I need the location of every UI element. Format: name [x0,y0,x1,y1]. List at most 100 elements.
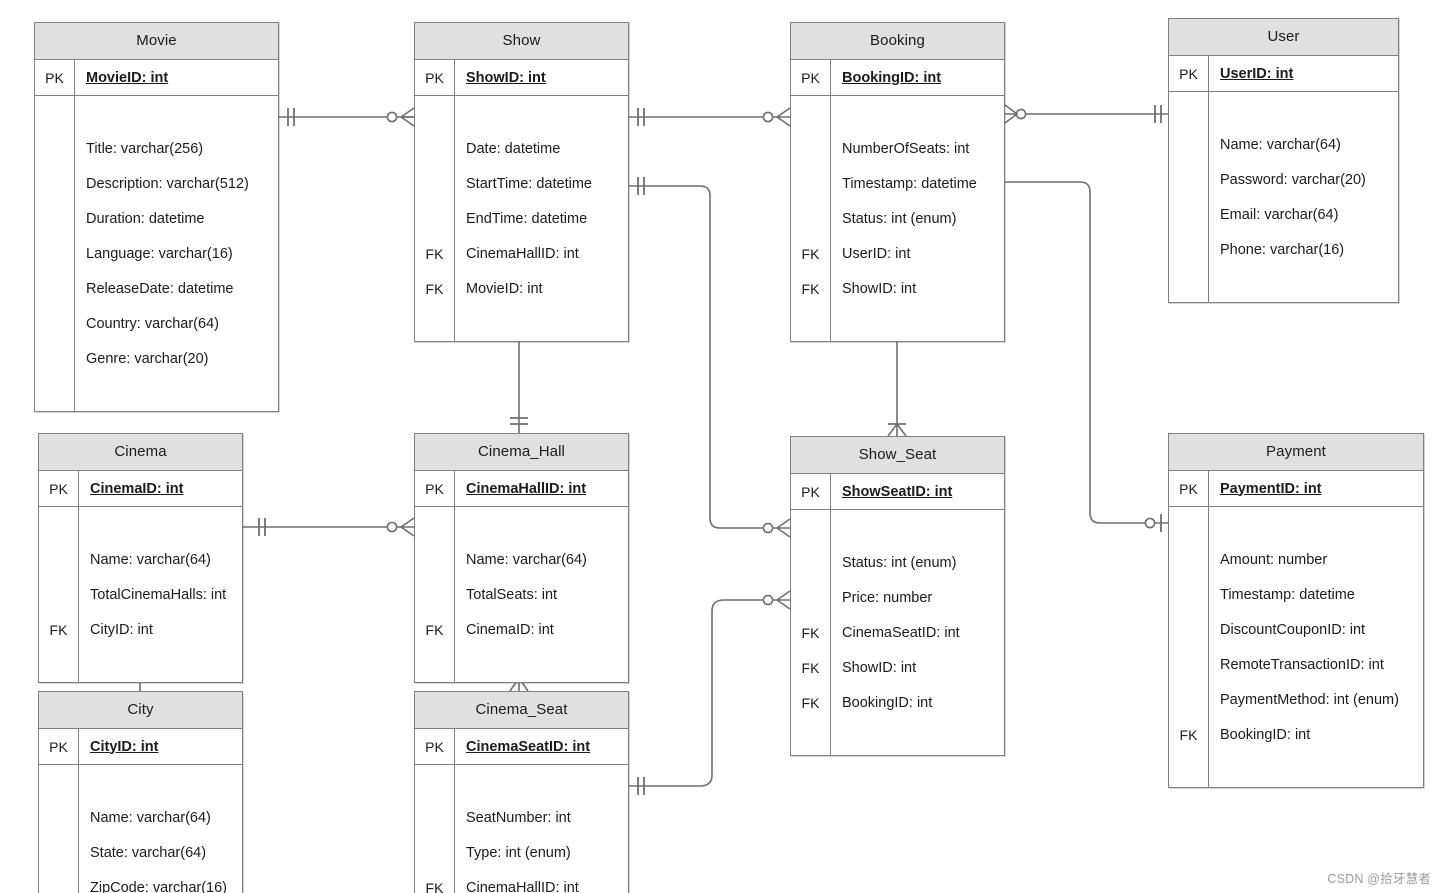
key-spacer [415,507,455,542]
attr-spacer [1209,507,1423,542]
key-label: PK [35,60,75,95]
field-row: Name: varchar(64) [1169,127,1398,162]
attribute-label: CinemaHallID: int [466,879,579,893]
field-row: StartTime: datetime [415,166,628,201]
attr-spacer [79,765,242,800]
attribute-label: Name: varchar(64) [90,551,211,568]
key-label: FK [415,236,455,271]
attribute-label: Phone: varchar(16) [1220,241,1345,258]
key-label [415,577,455,612]
field-row: Date: datetime [415,131,628,166]
field-row: NumberOfSeats: int [791,131,1004,166]
attribute-label: Duration: datetime [86,210,205,227]
key-label [1169,232,1209,267]
key-label [415,201,455,236]
key-label [415,542,455,577]
attribute-label: TotalSeats: int [466,586,558,603]
field-row: Country: varchar(64) [35,306,278,341]
key-label: PK [415,60,455,95]
field-row: State: varchar(64) [39,835,242,870]
attr-spacer [831,510,1004,545]
field-row: Name: varchar(64) [415,542,628,577]
key-label [39,800,79,835]
field-row: Type: int (enum) [415,835,628,870]
key-spacer [39,507,79,542]
key-label [35,201,75,236]
attr-spacer [75,96,278,131]
key-spacer [415,765,455,800]
key-label [415,800,455,835]
attribute-label: Timestamp: datetime [842,175,977,192]
field-spacer [1169,752,1423,787]
entity-title-payment: Payment [1169,434,1423,471]
attr-spacer [1209,92,1398,127]
key-label: FK [791,650,831,685]
key-label: FK [415,870,455,893]
attribute-label: ShowSeatID: int [842,483,953,500]
key-label: FK [415,271,455,306]
field-spacer [1169,507,1423,542]
attribute-label: ReleaseDate: datetime [86,280,234,297]
key-label [791,201,831,236]
key-label [39,835,79,870]
field-row: Description: varchar(512) [35,166,278,201]
attr-spacer [79,647,242,682]
key-label [35,306,75,341]
key-label [35,341,75,376]
field-spacer [35,96,278,131]
key-label: FK [1169,717,1209,752]
attribute-label: CinemaHallID: int [466,480,587,497]
field-spacer [1169,267,1398,302]
key-label [791,131,831,166]
attribute-label: CinemaID: int [90,480,184,497]
key-label: PK [1169,56,1209,91]
attribute-label: CinemaID: int [466,621,554,638]
field-spacer [39,647,242,682]
key-spacer [35,96,75,131]
key-label [791,166,831,201]
key-label: PK [415,729,455,764]
field-row: ReleaseDate: datetime [35,271,278,306]
attribute-label: CinemaHallID: int [466,245,579,262]
field-row: RemoteTransactionID: int [1169,647,1423,682]
field-row: Email: varchar(64) [1169,197,1398,232]
field-spacer [39,507,242,542]
attribute-label: Timestamp: datetime [1220,586,1355,603]
key-label [35,131,75,166]
key-label [1169,682,1209,717]
attribute-label: ZipCode: varchar(16) [90,879,227,893]
attribute-label: ShowID: int [842,280,917,297]
key-spacer [1169,92,1209,127]
field-row: Phone: varchar(16) [1169,232,1398,267]
key-spacer [415,647,455,682]
key-label: FK [415,612,455,647]
attr-spacer [455,647,628,682]
field-row: Name: varchar(64) [39,800,242,835]
attribute-label: Status: int (enum) [842,210,957,227]
field-row: Amount: number [1169,542,1423,577]
key-spacer [1169,752,1209,787]
attribute-label: Price: number [842,589,933,606]
attribute-label: Country: varchar(64) [86,315,219,332]
attribute-label: Language: varchar(16) [86,245,233,262]
key-label: PK [39,471,79,506]
key-label [1169,577,1209,612]
